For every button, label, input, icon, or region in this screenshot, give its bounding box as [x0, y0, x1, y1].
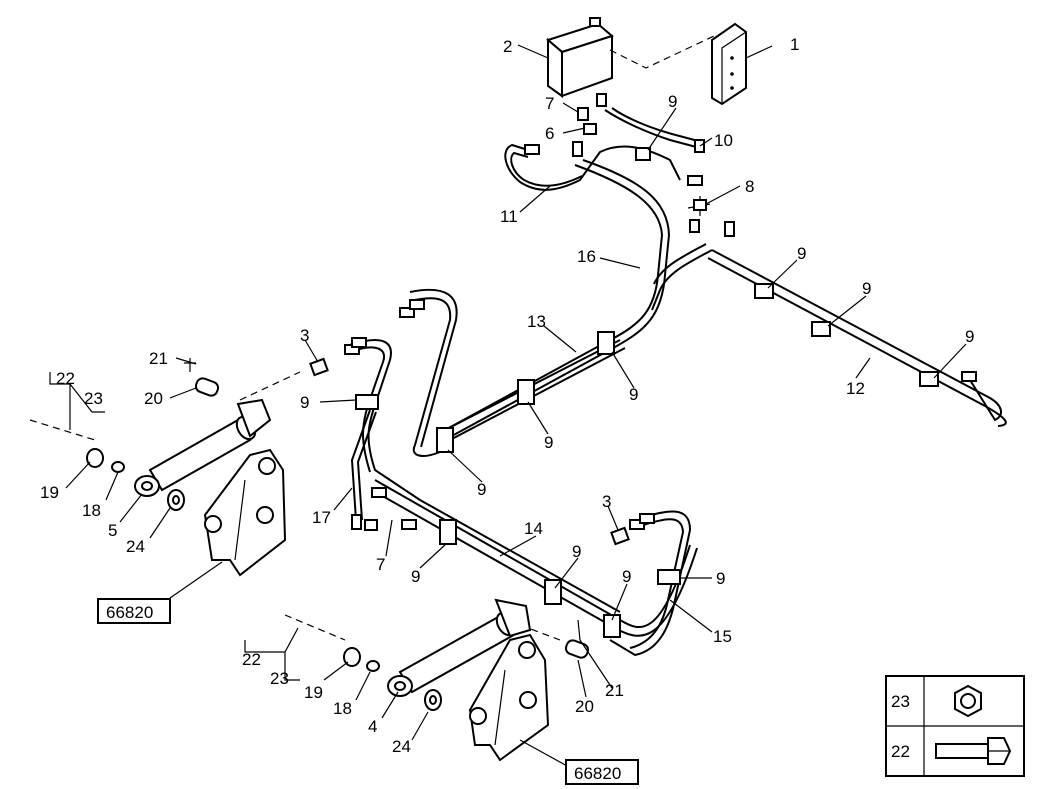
callout-1: 1 — [790, 35, 799, 54]
callout-22: 22 — [242, 650, 261, 669]
callout-19: 19 — [40, 483, 59, 502]
callout-14: 14 — [524, 519, 543, 538]
pipe-upper-connector — [651, 243, 713, 311]
callout-9: 9 — [300, 393, 309, 412]
callout-10: 10 — [714, 131, 733, 150]
bushing-19-18-upper — [86, 448, 125, 473]
pin-21-upper — [184, 358, 196, 372]
callout-9: 9 — [411, 567, 420, 586]
callout-labels: 1 2 7 6 9 10 8 11 16 9 9 9 12 13 9 9 9 3… — [40, 35, 974, 756]
callout-20: 20 — [144, 389, 163, 408]
washer-24-lower — [424, 689, 442, 711]
callout-9: 9 — [797, 244, 806, 263]
callout-23: 23 — [84, 389, 103, 408]
leader-lines — [49, 44, 967, 773]
fittings-6-7 — [577, 93, 607, 135]
callout-9: 9 — [622, 567, 631, 586]
line-fittings — [344, 139, 977, 531]
bracket-1 — [711, 22, 747, 106]
hex-nut-icon — [954, 684, 982, 718]
callout-12: 12 — [846, 379, 865, 398]
dash-bolt-upper — [29, 419, 96, 441]
pipe-14 — [371, 479, 698, 637]
callout-7: 7 — [376, 555, 385, 574]
callout-9: 9 — [716, 569, 725, 588]
dash-pin-upper — [239, 371, 301, 401]
callout-13: 13 — [527, 312, 546, 331]
callout-3: 3 — [602, 492, 611, 511]
fastener-legend: 23 22 — [885, 675, 1025, 777]
callout-7: 7 — [545, 94, 554, 113]
callout-21: 21 — [605, 681, 624, 700]
callout-21: 21 — [149, 349, 168, 368]
callout-22: 22 — [56, 369, 75, 388]
washer-24-upper — [167, 489, 185, 511]
callout-6: 6 — [545, 124, 554, 143]
dash-link-1-2 — [609, 35, 715, 69]
pipe-15 — [609, 510, 692, 657]
callout-16: 16 — [577, 247, 596, 266]
callout-8: 8 — [745, 177, 754, 196]
callout-9: 9 — [668, 92, 677, 111]
mount-bracket-lower — [468, 633, 550, 762]
fittings-3 — [309, 357, 630, 546]
callout-20: 20 — [575, 697, 594, 716]
callout-17: 17 — [312, 508, 331, 527]
callout-5: 5 — [108, 521, 117, 540]
reference-number: 66820 — [106, 603, 153, 622]
tee-fitting-8 — [687, 196, 711, 216]
callout-18: 18 — [82, 501, 101, 520]
legend-number-22: 22 — [891, 742, 910, 761]
callout-11: 11 — [500, 207, 518, 226]
callout-24: 24 — [392, 737, 411, 756]
callout-9: 9 — [544, 433, 553, 452]
callout-2: 2 — [503, 37, 512, 56]
callout-19: 19 — [304, 683, 323, 702]
pipe-12 — [707, 249, 1007, 427]
pipe-10 — [604, 107, 703, 149]
callout-18: 18 — [333, 699, 352, 718]
reference-number: 66820 — [574, 764, 621, 783]
callout-23: 23 — [270, 669, 289, 688]
legend-number-23: 23 — [891, 692, 910, 711]
callout-24: 24 — [126, 537, 145, 556]
cylinder-4 — [387, 598, 532, 697]
callout-9: 9 — [477, 480, 486, 499]
callout-9: 9 — [572, 542, 581, 561]
pin-20-upper — [194, 377, 220, 397]
reference-box-lower: 66820 — [565, 759, 639, 785]
callout-9: 9 — [862, 279, 871, 298]
dash-bolt-lower — [284, 614, 346, 641]
pipe-16 — [444, 159, 671, 438]
callout-9: 9 — [965, 327, 974, 346]
callout-15: 15 — [713, 627, 732, 646]
callout-4: 4 — [368, 717, 377, 736]
bushing-19-18-lower — [343, 647, 380, 672]
reference-box-upper: 66820 — [97, 598, 171, 624]
cylinder-5 — [134, 398, 272, 497]
valve-block-2 — [545, 17, 615, 98]
hex-bolt-icon — [935, 737, 1012, 765]
callout-9: 9 — [629, 385, 638, 404]
callout-3: 3 — [300, 326, 309, 345]
mount-bracket-upper — [203, 448, 287, 577]
